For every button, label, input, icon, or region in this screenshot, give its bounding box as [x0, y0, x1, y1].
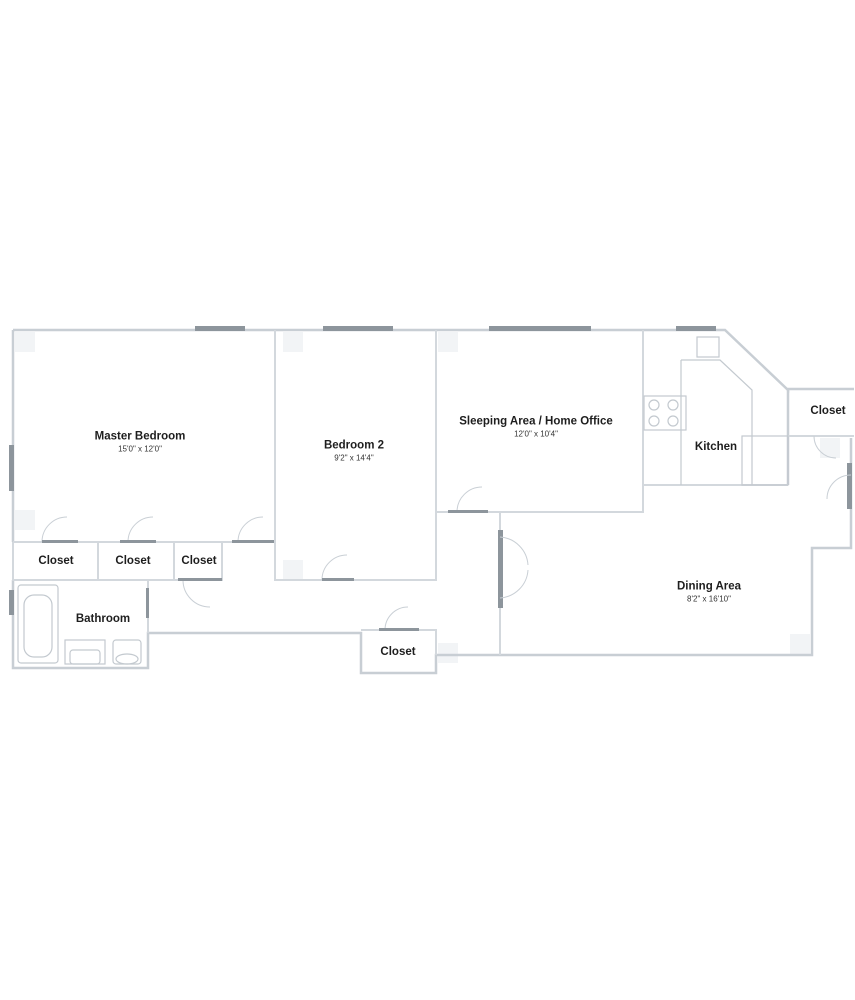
closet-1-label: Closet	[38, 554, 73, 568]
closet-3-label: Closet	[181, 554, 216, 568]
room-name: Master Bedroom	[94, 430, 186, 443]
room-name: Closet	[38, 555, 74, 567]
corner-marks	[15, 332, 840, 663]
room-dimensions: 15'0" x 12'0"	[118, 444, 162, 454]
room-name: Kitchen	[694, 441, 738, 453]
room-dimensions: 9'2" x 14'4"	[334, 453, 374, 463]
closet-kitchen-label: Closet	[810, 404, 845, 418]
room-name: Dining Area	[676, 580, 742, 593]
room-name: Bedroom 2	[323, 439, 385, 452]
bedroom-2-label: Bedroom 2 9'2" x 14'4"	[324, 439, 384, 464]
dining-area-label: Dining Area 8'2" x 16'10"	[677, 580, 741, 605]
kitchen-fixtures	[643, 336, 789, 486]
room-name: Bathroom	[75, 613, 131, 625]
interior-walls	[12, 330, 854, 655]
room-dimensions: 12'0" x 10'4"	[514, 429, 558, 439]
doors	[41, 435, 852, 631]
room-name: Closet	[115, 555, 151, 567]
windows	[9, 326, 852, 615]
exterior-walls	[11, 328, 854, 675]
room-dimensions: 8'2" x 16'10"	[687, 594, 731, 604]
room-name: Closet	[181, 555, 217, 567]
room-name: Closet	[810, 405, 846, 417]
closet-2-label: Closet	[115, 554, 150, 568]
room-name: Sleeping Area / Home Office	[459, 415, 613, 428]
closet-hall-label: Closet	[380, 645, 415, 659]
sleeping-area-label: Sleeping Area / Home Office 12'0" x 10'4…	[459, 415, 613, 440]
room-name: Closet	[380, 646, 416, 658]
kitchen-label: Kitchen	[695, 440, 737, 454]
bathroom-fixtures	[17, 584, 142, 665]
bathroom-label: Bathroom	[76, 612, 130, 626]
master-bedroom-label: Master Bedroom 15'0" x 12'0"	[95, 430, 186, 455]
